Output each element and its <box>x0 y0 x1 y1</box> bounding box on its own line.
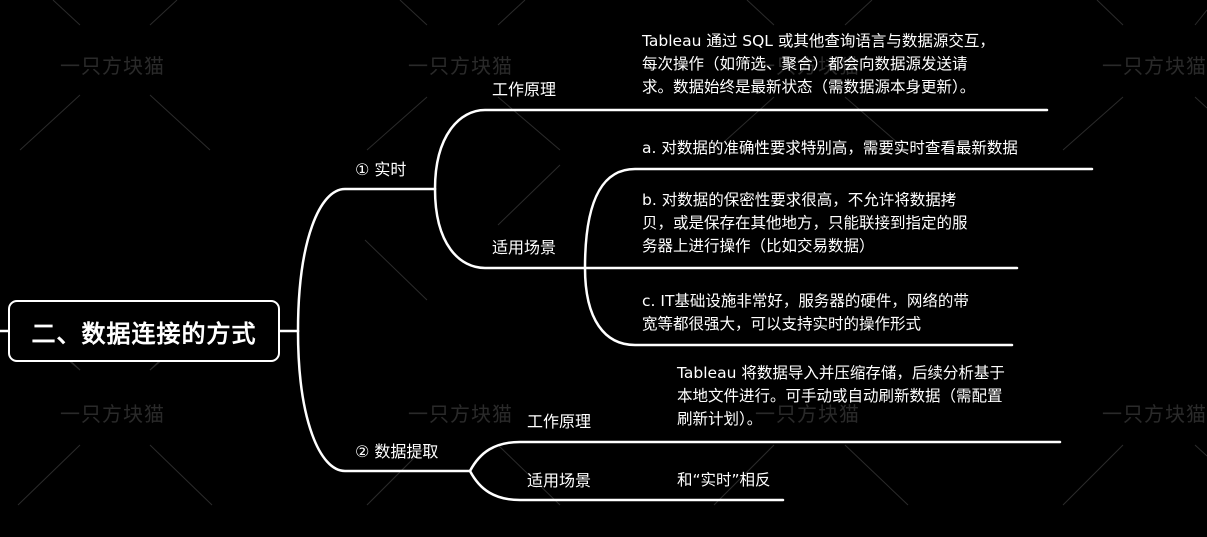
realtime-scenarios-label[interactable]: 适用场景 <box>492 238 557 257</box>
text-line: 求。数据始终是最新状态（需数据源本身更新）。 <box>642 78 976 96</box>
extract-scenarios-text[interactable]: 和“实时”相反 <box>677 469 771 492</box>
extract-principle-text[interactable]: Tableau 将数据导入并压缩存储，后续分析基于 本地文件进行。可手动或自动刷… <box>677 362 1005 431</box>
realtime-principle-text[interactable]: Tableau 通过 SQL 或其他查询语言与数据源交互， 每次操作（如筛选、聚… <box>642 30 995 99</box>
text-line: b. 对数据的保密性要求很高，不允许将数据拷 <box>642 191 957 209</box>
scenario-item-c[interactable]: c. IT基础设施非常好，服务器的硬件，网络的带 宽等都很强大，可以支持实时的操… <box>642 290 969 336</box>
connector-root-realtime <box>296 187 437 333</box>
extract-scenarios-label[interactable]: 适用场景 <box>527 471 592 490</box>
text-line: 每次操作（如筛选、聚合）都会向数据源发送请 <box>642 55 968 73</box>
extract-principle-label[interactable]: 工作原理 <box>527 412 592 431</box>
root-label: 二、数据连接的方式 <box>31 319 257 348</box>
text-line: Tableau 将数据导入并压缩存储，后续分析基于 <box>677 364 1005 382</box>
text-line: 贝，或是保存在其他地方，只能联接到指定的服 <box>642 214 968 232</box>
text-line: 和“实时”相反 <box>677 471 771 489</box>
connector-extract-principle <box>468 440 1062 473</box>
connector-scenario-a <box>583 167 1094 270</box>
branch-extract-label[interactable]: ② 数据提取 <box>355 442 439 461</box>
text-line: 宽等都很强大，可以支持实时的操作形式 <box>642 315 922 333</box>
connector-scenario-c <box>583 266 1014 347</box>
text-line: 务器上进行操作（比如交易数据） <box>642 237 875 255</box>
root-node[interactable]: 二、数据连接的方式 <box>8 300 280 362</box>
connector-realtime-principle <box>433 108 1049 191</box>
text-line: a. 对数据的准确性要求特别高，需要实时查看最新数据 <box>642 139 1018 157</box>
scenario-item-b[interactable]: b. 对数据的保密性要求很高，不允许将数据拷 贝，或是保存在其他地方，只能联接到… <box>642 189 968 258</box>
connector-extract-scenarios <box>468 469 785 502</box>
connector-root-extract <box>296 329 472 473</box>
realtime-principle-label[interactable]: 工作原理 <box>492 80 557 99</box>
text-line: c. IT基础设施非常好，服务器的硬件，网络的带 <box>642 292 969 310</box>
connector-realtime-scenarios <box>433 187 587 270</box>
text-line: 刷新计划）。 <box>677 410 763 428</box>
text-line: 本地文件进行。可手动或自动刷新数据（需配置 <box>677 387 1003 405</box>
text-line: Tableau 通过 SQL 或其他查询语言与数据源交互， <box>642 32 995 50</box>
branch-realtime-label[interactable]: ① 实时 <box>355 160 407 179</box>
scenario-item-a[interactable]: a. 对数据的准确性要求特别高，需要实时查看最新数据 <box>642 137 1018 160</box>
